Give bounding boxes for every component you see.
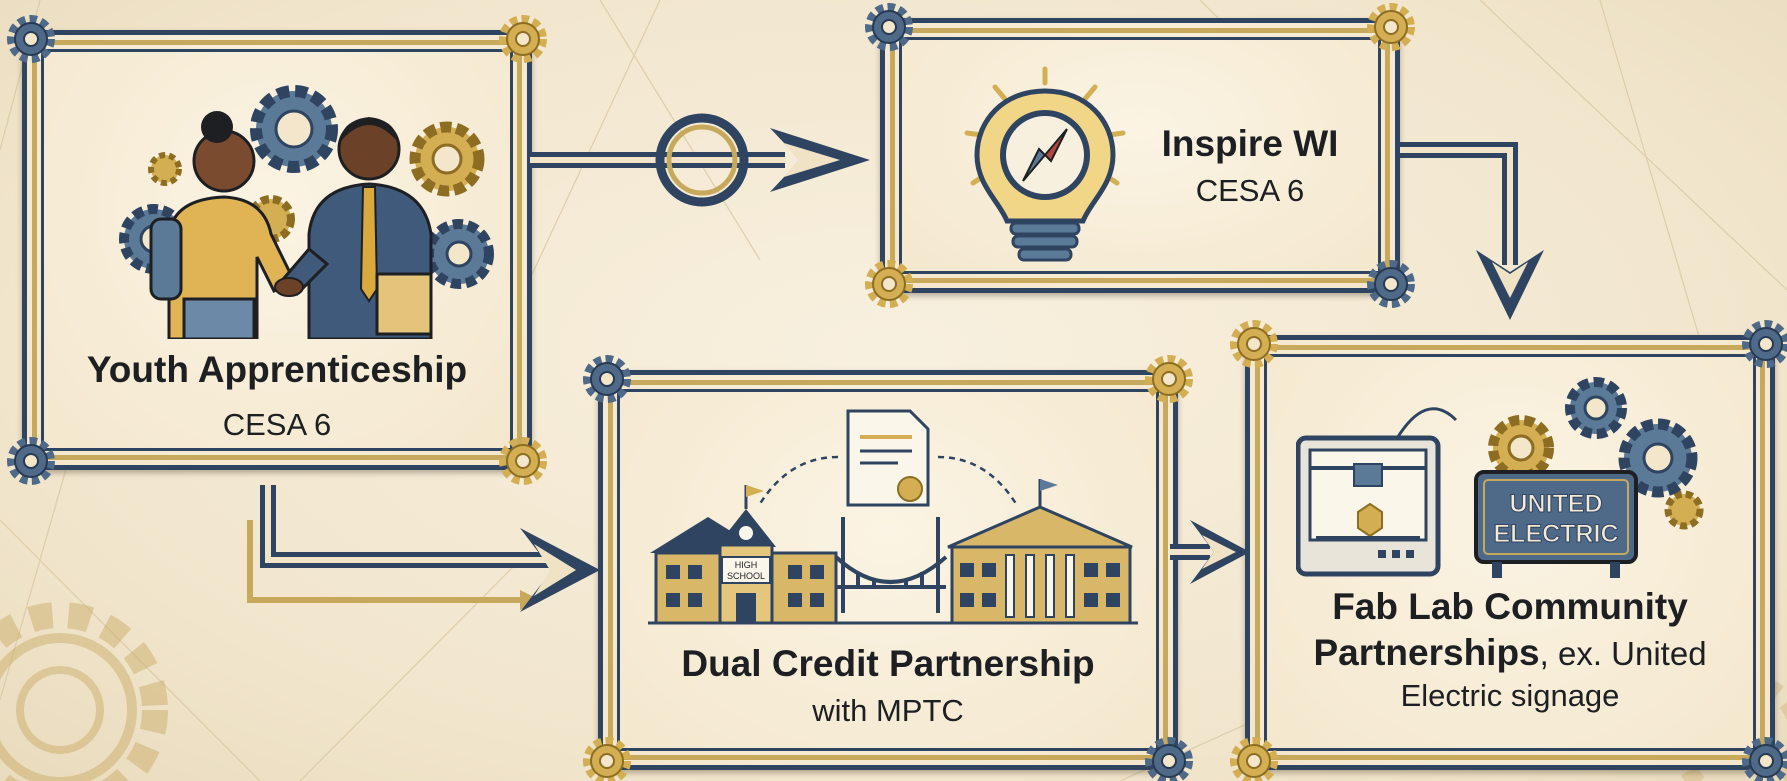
lightbulb-compass-icon <box>964 66 1126 262</box>
arrow-dual-to-fab <box>1170 520 1250 584</box>
school-bridge-college-icon: HIGH SCHOOL <box>648 409 1138 625</box>
node-dual-credit: HIGH SCHOOL <box>583 355 1193 781</box>
node-title: Inspire WI <box>1161 123 1339 164</box>
arrow-inspire-to-fab <box>1400 142 1544 320</box>
gold-corner-gear-icon <box>865 260 913 308</box>
node-title: Dual Credit Partnership <box>681 643 1095 684</box>
node-title-line2-bold: Partnerships <box>1313 632 1540 673</box>
steel-corner-gear-icon <box>1742 320 1787 368</box>
arrow-youth-to-dual <box>247 485 600 612</box>
sign-line2: ELECTRIC <box>1494 520 1619 548</box>
school-sign-line2: SCHOOL <box>727 571 765 581</box>
3d-printer-sign-icon: UNITED ELECTRIC <box>1296 377 1704 578</box>
node-title-line2: Partnerships, ex. United <box>1250 632 1770 674</box>
gold-corner-gear-icon <box>1230 737 1278 781</box>
node-subtitle: with MPTC <box>812 693 964 728</box>
node-subtitle: CESA 6 <box>1195 173 1305 208</box>
node-subtitle: Electric signage <box>1400 678 1620 713</box>
large-gear-watermark-icon <box>0 602 168 781</box>
node-title: Youth Apprenticeship <box>86 349 468 390</box>
steel-corner-gear-icon <box>865 3 913 51</box>
steel-corner-gear-icon <box>1145 737 1193 781</box>
node-title-line2-rest: , ex. United <box>1539 635 1707 672</box>
gold-corner-gear-icon <box>499 15 547 63</box>
node-inspire-wi: Inspire WI CESA 6 <box>865 3 1415 308</box>
arrow-youth-to-inspire <box>530 113 870 207</box>
node-title-line1: Fab Lab Community <box>1332 586 1688 627</box>
school-sign-line1: HIGH <box>735 560 758 570</box>
certificate-icon <box>846 409 930 507</box>
handshake-gears-icon <box>119 85 494 339</box>
gold-corner-gear-icon <box>1145 355 1193 403</box>
sign-line1: UNITED <box>1509 490 1602 518</box>
gold-corner-gear-icon <box>499 437 547 485</box>
steel-corner-gear-icon <box>7 15 55 63</box>
steel-corner-gear-icon <box>7 437 55 485</box>
steel-corner-gear-icon <box>583 355 631 403</box>
steel-corner-gear-icon <box>1367 260 1415 308</box>
node-youth-apprenticeship: Youth Apprenticeship CESA 6 <box>7 15 547 485</box>
gold-corner-gear-icon <box>583 737 631 781</box>
node-fab-lab: UNITED ELECTRIC Fab Lab Community Partne… <box>1230 320 1787 781</box>
node-subtitle: CESA 6 <box>222 407 332 442</box>
gold-corner-gear-icon <box>1367 3 1415 51</box>
gold-corner-gear-icon <box>1230 320 1278 368</box>
steel-corner-gear-icon <box>1742 737 1787 781</box>
